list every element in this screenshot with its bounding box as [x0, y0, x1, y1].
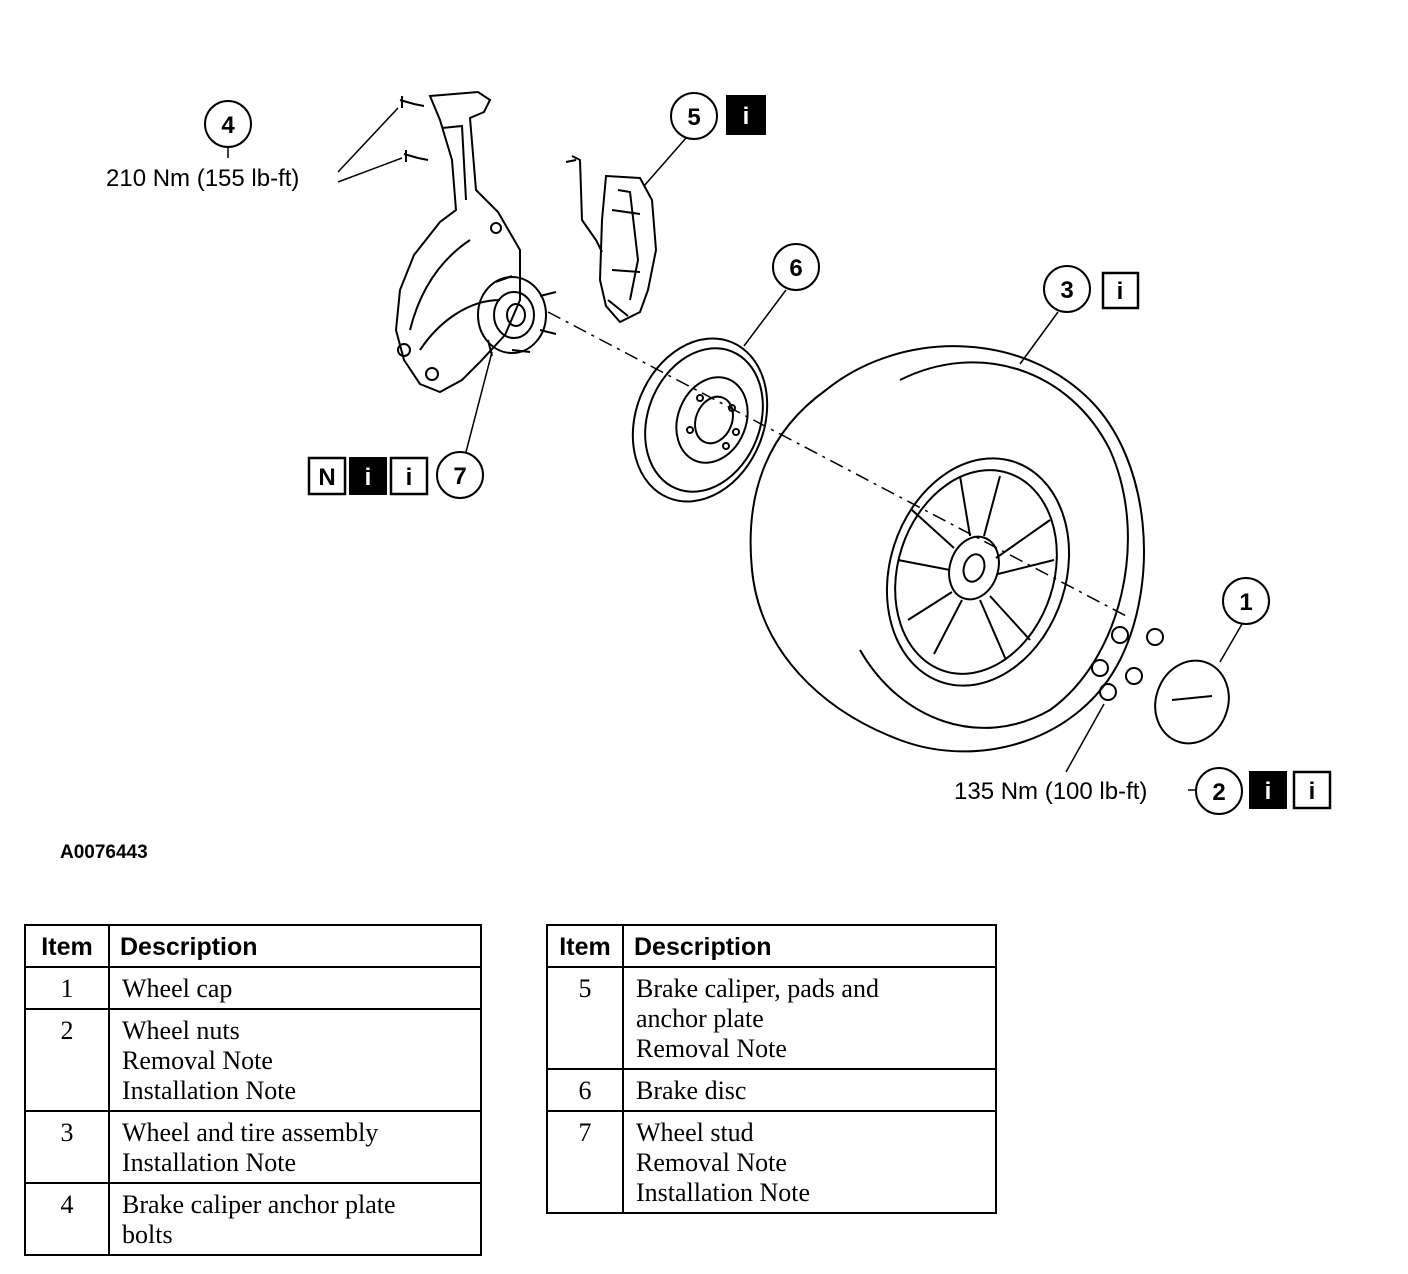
- table-row: 1 Wheel cap: [24, 966, 482, 1010]
- callout-5-number: 5: [687, 104, 700, 131]
- table-row: 3 Wheel and tire assembly Installation N…: [24, 1110, 482, 1184]
- description-line: Wheel cap: [122, 974, 233, 1003]
- description-line: Wheel nuts: [122, 1016, 240, 1045]
- item-number: 4: [24, 1182, 110, 1256]
- new-part-icon-7[interactable]: N: [307, 456, 347, 496]
- callout-6-number: 6: [789, 255, 802, 282]
- item-number: 6: [546, 1068, 624, 1112]
- steering-knuckle-drawing: [394, 90, 557, 394]
- info-icon-7b[interactable]: i: [389, 456, 429, 496]
- item-number: 1: [24, 966, 110, 1010]
- item-description: Brake disc: [622, 1068, 997, 1112]
- installation-note-link[interactable]: Installation Note: [122, 1148, 297, 1177]
- table-header-row: Item Description: [546, 924, 997, 968]
- item-number: 2: [24, 1008, 110, 1112]
- item-header: Item: [546, 924, 624, 968]
- removal-note-link[interactable]: Removal Note: [636, 1034, 787, 1063]
- description-line: Wheel stud: [636, 1118, 754, 1147]
- callout-5: 5: [670, 92, 718, 140]
- removal-note-link[interactable]: Removal Note: [636, 1148, 787, 1177]
- leader-lines: [227, 107, 1243, 791]
- info-icon-7a[interactable]: i: [349, 457, 387, 495]
- description-line: Wheel and tire assembly: [122, 1118, 379, 1147]
- item-description: Brake caliper, pads and anchor plate Rem…: [622, 966, 997, 1070]
- callout-7: 7: [436, 451, 484, 499]
- wheel-nuts-drawing: [1091, 626, 1164, 701]
- info-icon-2a[interactable]: i: [1249, 771, 1287, 809]
- description-line: bolts: [122, 1220, 173, 1249]
- table-row: 7 Wheel stud Removal Note Installation N…: [546, 1110, 997, 1214]
- figure-id: A0076443: [60, 842, 148, 863]
- callout-7-number: 7: [453, 463, 466, 490]
- description-line: Brake caliper, pads and: [636, 974, 879, 1003]
- callout-1-number: 1: [1239, 589, 1252, 616]
- item-number: 7: [546, 1110, 624, 1214]
- wheel-cap-drawing: [1154, 659, 1230, 745]
- torque-anchor-bolts: 210 Nm (155 lb-ft): [106, 165, 299, 192]
- item-description: Wheel stud Removal Note Installation Not…: [622, 1110, 997, 1214]
- info-icon-2b[interactable]: i: [1292, 770, 1332, 810]
- info-icon-2b-glyph: i: [1309, 778, 1316, 805]
- table-row: 4 Brake caliper anchor plate bolts: [24, 1182, 482, 1256]
- table-row: 6 Brake disc: [546, 1068, 997, 1112]
- callout-3: 3: [1043, 265, 1091, 313]
- description-line: Brake disc: [636, 1076, 747, 1105]
- table-header-row: Item Description: [24, 924, 482, 968]
- center-axis-line: [547, 311, 1131, 619]
- callout-4: 4: [204, 100, 252, 148]
- description-header: Description: [108, 924, 482, 968]
- table-row: 5 Brake caliper, pads and anchor plate R…: [546, 966, 997, 1070]
- item-header: Item: [24, 924, 110, 968]
- item-number: 3: [24, 1110, 110, 1184]
- info-icon-3-glyph: i: [1117, 278, 1124, 305]
- description-line: anchor plate: [636, 1004, 764, 1033]
- parts-table-right: Item Description 5 Brake caliper, pads a…: [546, 924, 997, 1214]
- torque-wheel-nuts: 135 Nm (100 lb-ft): [954, 778, 1147, 805]
- item-description: Wheel and tire assembly Installation Not…: [108, 1110, 482, 1184]
- callout-3-number: 3: [1060, 277, 1073, 304]
- description-line: Brake caliper anchor plate: [122, 1190, 396, 1219]
- new-part-icon-7-glyph: N: [318, 464, 335, 491]
- info-icon-7b-glyph: i: [406, 464, 413, 491]
- wheel-tire-drawing: [749, 345, 1145, 753]
- info-icon-7a-glyph: i: [365, 464, 372, 491]
- brake-caliper-drawing: [565, 155, 658, 324]
- item-description: Brake caliper anchor plate bolts: [108, 1182, 482, 1256]
- callout-6: 6: [772, 243, 820, 291]
- description-header: Description: [622, 924, 997, 968]
- callout-2-number: 2: [1212, 779, 1225, 806]
- item-description: Wheel cap: [108, 966, 482, 1010]
- parts-table-left: Item Description 1 Wheel cap 2 Wheel nut…: [24, 924, 482, 1256]
- table-row: 2 Wheel nuts Removal Note Installation N…: [24, 1008, 482, 1112]
- brake-disc-drawing: [631, 337, 769, 503]
- info-icon-2a-glyph: i: [1265, 778, 1272, 805]
- info-icon-5-glyph: i: [743, 103, 750, 130]
- installation-note-link[interactable]: Installation Note: [636, 1178, 811, 1207]
- info-icon-5[interactable]: i: [726, 95, 766, 135]
- callout-4-number: 4: [221, 112, 235, 139]
- info-icon-3[interactable]: i: [1101, 271, 1140, 310]
- item-number: 5: [546, 966, 624, 1070]
- item-description: Wheel nuts Removal Note Installation Not…: [108, 1008, 482, 1112]
- callout-1: 1: [1222, 577, 1270, 625]
- installation-note-link[interactable]: Installation Note: [122, 1076, 297, 1105]
- removal-note-link[interactable]: Removal Note: [122, 1046, 273, 1075]
- exploded-view-diagram: 4 210 Nm (155 lb-ft) 5 i 6 3 i 7 N i i 1: [106, 90, 1332, 815]
- callout-2: 2: [1195, 767, 1243, 815]
